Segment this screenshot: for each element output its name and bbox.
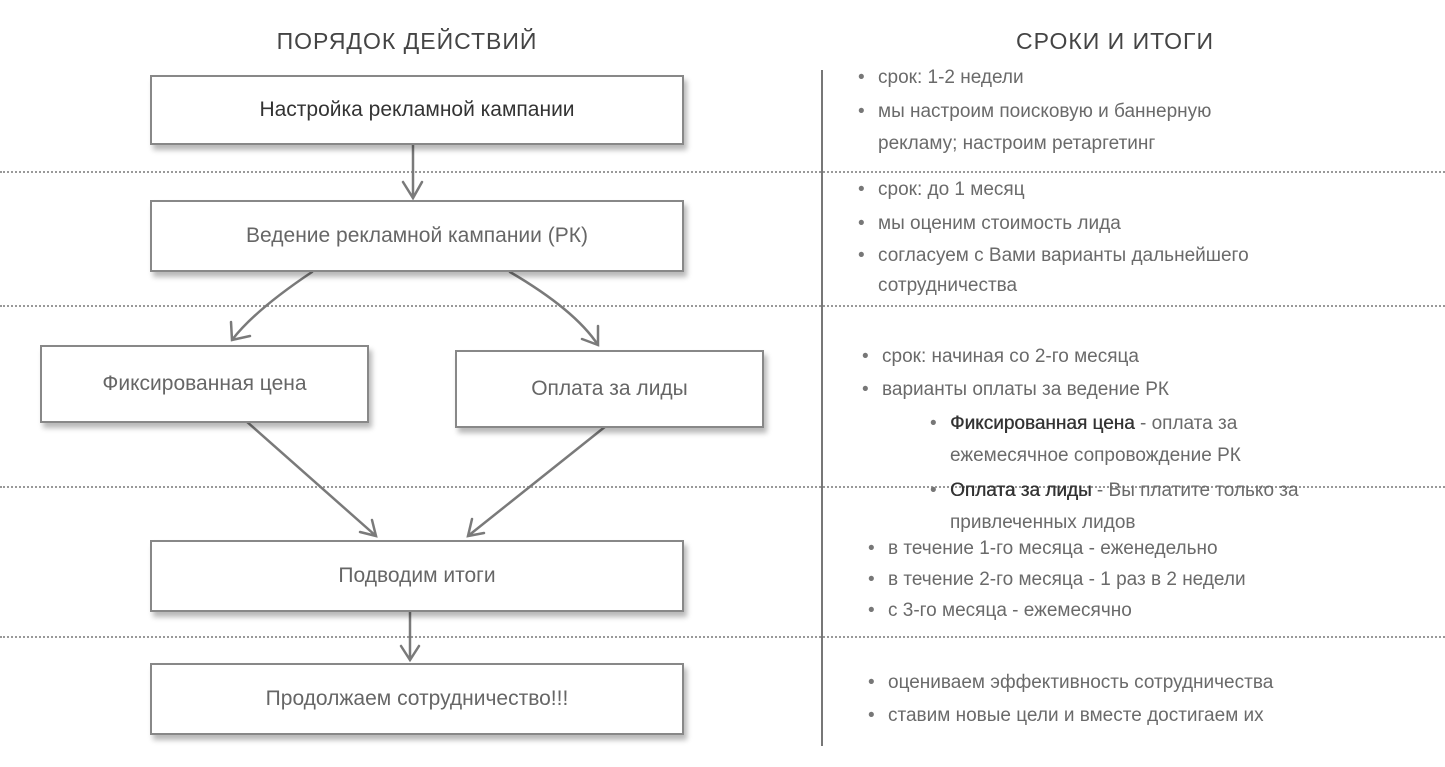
s3-subitem-fixed: •Фиксированная цена - оплата за xyxy=(930,413,1238,434)
s1-item: •срок: 1-2 недели xyxy=(858,67,1024,88)
s2-item: •согласуем с Вами варианты дальнейшего xyxy=(858,245,1249,266)
option-pay-per-lead: Оплата за лиды xyxy=(455,350,764,428)
arrow-management-to-fixed xyxy=(229,270,314,342)
s3-item: •срок: начиная со 2-го месяца xyxy=(862,346,1139,367)
column-divider xyxy=(821,70,823,746)
s2-item: •мы оценим стоимость лида xyxy=(858,213,1121,234)
s3-subitem-cont: ежемесячное сопровождение РК xyxy=(950,445,1241,466)
s3-subitem-leads: •Оплата за лиды - Вы платите только за xyxy=(930,480,1299,501)
row-divider xyxy=(0,486,1445,488)
s2-item-cont: сотрудничества xyxy=(878,275,1018,296)
s3-subitem-cont: привлеченных лидов xyxy=(950,512,1136,533)
step-summary: Подводим итоги xyxy=(150,540,684,612)
row-divider xyxy=(0,171,1445,173)
arrow-leads-to-summary xyxy=(466,424,608,538)
s4-item: •с 3-го месяца - ежемесячно xyxy=(868,600,1132,621)
row-divider xyxy=(0,636,1445,638)
step-setup: Настройка рекламной кампании xyxy=(150,75,684,145)
s5-item: •ставим новые цели и вместе достигаем их xyxy=(868,705,1264,726)
s4-item: •в течение 1-го месяца - еженедельно xyxy=(868,538,1218,559)
arrow-summary-to-continue xyxy=(399,609,421,663)
s2-item: •срок: до 1 месяц xyxy=(858,179,1025,200)
s1-item-cont: рекламу; настроим ретаргетинг xyxy=(878,133,1156,154)
s3-item: •варианты оплаты за ведение РК xyxy=(862,379,1169,400)
arrow-fixed-to-summary xyxy=(244,419,378,538)
arrow-management-to-leads xyxy=(508,270,600,347)
row-divider xyxy=(0,305,1445,307)
step-continue: Продолжаем сотрудничество!!! xyxy=(150,663,684,735)
option-fixed-price: Фиксированная цена xyxy=(40,345,369,423)
right-header: СРОКИ И ИТОГИ xyxy=(1016,28,1214,54)
s5-item: •оцениваем эффективность сотрудничества xyxy=(868,672,1274,693)
s1-item: •мы настроим поисковую и баннерную xyxy=(858,101,1212,122)
step-management: Ведение рекламной кампании (РК) xyxy=(150,200,684,272)
left-header: ПОРЯДОК ДЕЙСТВИЙ xyxy=(276,28,538,54)
s4-item: •в течение 2-го месяца - 1 раз в 2 недел… xyxy=(868,569,1246,590)
flow-arrows xyxy=(229,141,608,663)
arrow-setup-to-management xyxy=(401,141,424,201)
